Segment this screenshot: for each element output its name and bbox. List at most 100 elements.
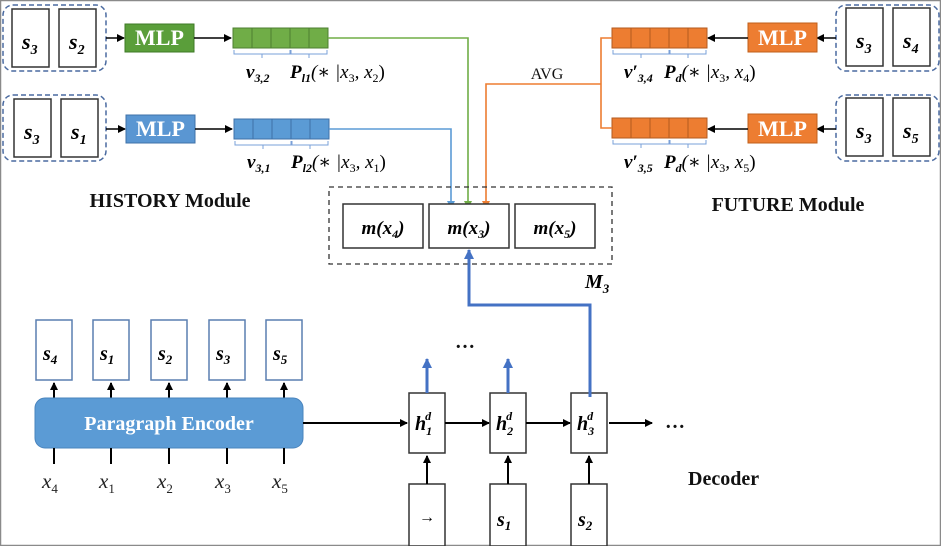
p-label: Pd(∗ |x3, x5) <box>663 152 756 175</box>
future-module-title: FUTURE Module <box>712 194 865 216</box>
encoder-outputs: s4 s1 s2 s3 s5 <box>35 319 303 398</box>
decoder-state-box <box>570 392 608 454</box>
sentence-pair-group <box>2 94 107 162</box>
decoder-input-box <box>489 483 527 546</box>
decoder-title: Decoder <box>688 468 759 490</box>
p-label: Pl2(∗ |x3, x1) <box>290 152 386 175</box>
sentence-label: s3 <box>23 119 40 148</box>
history-row-2-connector <box>329 128 455 209</box>
future-row-2: s3 s5 MLP v′3,5 Pd(∗ |x3, x5) <box>611 94 940 175</box>
sentence-label: s3 <box>855 118 872 147</box>
v-label: v3,2 <box>246 62 269 85</box>
sentence-box <box>845 7 884 67</box>
encoder-output-label: s4 <box>42 343 58 367</box>
sentence-pair-group <box>835 94 940 162</box>
decoder-state-label: h1d <box>415 409 432 438</box>
encoder-output-label: s1 <box>99 343 114 367</box>
history-module-title: HISTORY Module <box>90 190 251 212</box>
sentence-label: s3 <box>855 28 872 57</box>
sentence-box <box>845 97 884 157</box>
memory-cell-label: m(x5) <box>534 218 577 241</box>
sentence-label: s1 <box>70 119 87 148</box>
encoder-input-label: x2 <box>156 469 173 496</box>
future-row-1: s3 s4 MLP v′3,4 Pd(∗ |x3, x4) <box>611 4 940 85</box>
memory-cell-label: m(x3) <box>448 218 491 241</box>
v-label: v3,1 <box>247 152 270 175</box>
history-module: s3 s2 MLP v3,2 Pl1(∗ |x3, x2) s3 <box>2 4 386 212</box>
avg-label: AVG <box>531 66 564 83</box>
decoder-state-label: h2d <box>496 409 513 438</box>
history-row-2: s3 s1 MLP v3,1 Pl2(∗ |x3, x1) <box>2 94 386 175</box>
avg-connector <box>486 37 612 208</box>
p-label: Pl1(∗ |x3, x2) <box>289 62 385 85</box>
mlp-block <box>747 22 818 53</box>
sentence-box <box>11 8 50 68</box>
encoder-output-box <box>208 319 246 381</box>
sentence-box <box>58 8 97 68</box>
vector-cells <box>611 117 708 139</box>
vector-bar <box>611 27 708 49</box>
vector-bar <box>232 27 329 49</box>
ellipsis-right: … <box>665 411 685 433</box>
memory-cell-label: m(x4) <box>362 218 405 241</box>
mlp-block <box>124 23 195 53</box>
mlp-block <box>747 113 818 144</box>
v-prime-label: v′3,5 <box>624 152 653 175</box>
bracket <box>612 140 707 148</box>
mlp-label: MLP <box>135 25 184 50</box>
attention-arrow <box>464 249 592 397</box>
encoder-output-label: s3 <box>215 343 231 367</box>
encoder-input-label: x4 <box>41 469 58 496</box>
p-label: Pd(∗ |x3, x4) <box>663 62 756 85</box>
v-prime-label: v′3,4 <box>624 62 653 85</box>
mlp-label: MLP <box>758 25 807 50</box>
encoder-output-label: s2 <box>157 343 173 367</box>
sentence-label: s4 <box>902 28 919 57</box>
memory-block: m(x4) m(x3) m(x5) M3 <box>328 186 613 296</box>
sentence-box <box>892 7 931 67</box>
history-row-1-connector <box>328 37 472 209</box>
sentence-box <box>892 97 931 157</box>
vector-bar <box>233 118 330 140</box>
encoder-output-box <box>35 319 73 381</box>
sentence-box <box>13 98 52 158</box>
bracket <box>612 50 707 58</box>
decoder-state-label: h3d <box>577 409 594 438</box>
vector-bar <box>611 117 708 139</box>
decoder-input-label: s1 <box>496 509 511 533</box>
mlp-label: MLP <box>136 116 185 141</box>
encoder-section: s4 s1 s2 s3 s5 Paragraph Encoder x4 x1 x2 x3 x5 <box>34 319 408 496</box>
sentence-box <box>60 98 99 158</box>
mlp-label: MLP <box>758 116 807 141</box>
encoder-input-label: x5 <box>271 469 288 496</box>
history-row-1: s3 s2 MLP v3,2 Pl1(∗ |x3, x2) <box>2 4 385 85</box>
bracket <box>233 50 328 58</box>
bracket <box>234 141 329 149</box>
encoder-output-box <box>265 319 303 381</box>
memory-cell <box>428 203 510 249</box>
sentence-label: s2 <box>68 29 85 58</box>
memory-cell <box>342 203 424 249</box>
ellipsis-top: … <box>455 331 475 353</box>
memory-label: M3 <box>584 271 610 296</box>
encoder-output-box <box>92 319 130 381</box>
encoder-input-label: x3 <box>214 469 231 496</box>
encoder-input-label: x1 <box>98 469 115 496</box>
vector-cells <box>233 118 330 140</box>
encoder-output-label: s5 <box>272 343 288 367</box>
encoder-inputs: x4 x1 x2 x3 x5 <box>41 448 288 496</box>
vector-cells <box>611 27 708 49</box>
encoder-label: Paragraph Encoder <box>84 413 254 435</box>
encoder-output-box <box>150 319 188 381</box>
future-module: s3 s4 MLP v′3,4 Pd(∗ |x3, x4) s3 <box>611 4 940 216</box>
sentence-label: s3 <box>21 29 38 58</box>
sentence-label: s5 <box>902 118 919 147</box>
decoder-input-box <box>570 483 608 546</box>
decoder-input-label: → <box>419 509 435 526</box>
vector-cells <box>232 27 329 49</box>
decoder-state-box <box>408 392 446 454</box>
memory-cell <box>514 203 596 249</box>
